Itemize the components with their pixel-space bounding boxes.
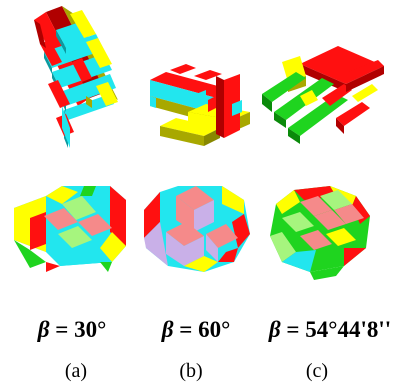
weave-model-c bbox=[262, 46, 384, 144]
beta-label-a: β = 30° bbox=[38, 317, 107, 343]
caption-a: (a) bbox=[64, 360, 88, 382]
polyhedron-model-a bbox=[14, 186, 126, 272]
beta-value-b: = 60° bbox=[179, 317, 231, 342]
figure-canvas bbox=[14, 6, 384, 280]
weave-model-a bbox=[34, 6, 118, 148]
beta-symbol-c: β bbox=[268, 317, 281, 342]
polyhedron-model-b bbox=[144, 186, 250, 272]
beta-label-b: β = 60° bbox=[162, 317, 231, 343]
beta-symbol-b: β bbox=[161, 317, 174, 342]
caption-c: (c) bbox=[305, 360, 329, 382]
polyhedron-model-c bbox=[270, 186, 370, 280]
beta-value-c: = 54°44'8'' bbox=[286, 317, 392, 342]
beta-value-a: = 30° bbox=[55, 317, 107, 342]
beta-label-c: β = 54°44'8'' bbox=[269, 317, 391, 343]
weave-model-b bbox=[150, 64, 250, 146]
beta-symbol-a: β bbox=[37, 317, 50, 342]
caption-b: (b) bbox=[179, 360, 203, 382]
